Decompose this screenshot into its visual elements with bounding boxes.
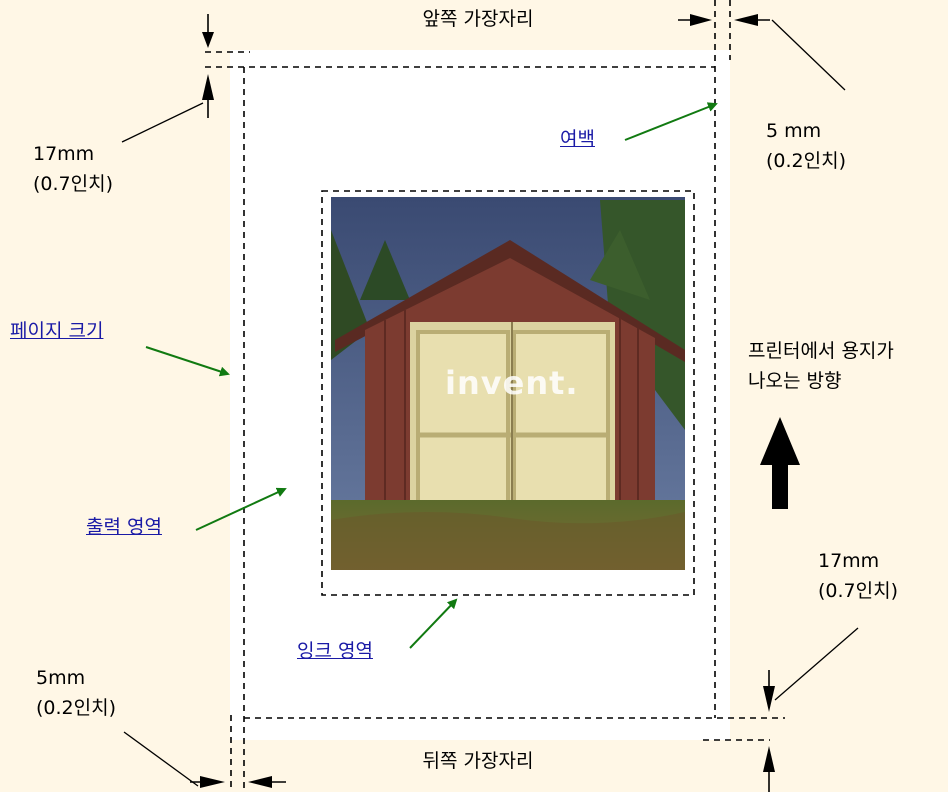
front-edge-label: 앞쪽 가장자리 — [422, 8, 534, 30]
pointer-arrows — [145, 102, 718, 649]
bottom-left-margin-in: (0.2인치) — [36, 697, 117, 719]
top-right-margin-mm: 5 mm — [766, 120, 822, 142]
barn-photo — [331, 197, 685, 570]
leader-lines — [121, 19, 859, 787]
page-size-pointer-arrow — [145, 346, 230, 377]
dimension-arrowhead-right-bottom — [200, 776, 225, 788]
dimension-arrowhead-up-top-left — [202, 74, 214, 100]
dimension-arrows — [190, 14, 775, 792]
print-area-pointer-arrow — [195, 487, 287, 531]
dimension-arrowhead-down-bottom-right — [763, 686, 775, 712]
bottom-right-margin-mm: 17mm — [818, 550, 880, 572]
paper-direction-label-line2: 나오는 방향 — [748, 370, 842, 392]
page-size-link[interactable]: 페이지 크기 — [10, 320, 104, 342]
ink-area-link[interactable]: 잉크 영역 — [297, 640, 373, 662]
dimension-arrowhead-right-top — [690, 14, 712, 26]
dimension-arrowhead-left-bottom — [248, 776, 272, 788]
print-area-link[interactable]: 출력 영역 — [86, 516, 162, 538]
top-left-margin-mm: 17mm — [33, 143, 95, 165]
back-edge-label: 뒤쪽 가장자리 — [422, 750, 534, 772]
ink-area-pointer-arrow — [409, 598, 458, 649]
photo-overlay-text: invent. — [445, 364, 579, 402]
margin-guides — [205, 0, 785, 792]
margin-pointer-arrow — [624, 102, 718, 141]
top-left-margin-in: (0.7인치) — [33, 173, 114, 195]
bottom-right-margin-in: (0.7인치) — [818, 580, 899, 602]
margin-link[interactable]: 여백 — [560, 128, 595, 150]
ink-area-border — [321, 190, 695, 596]
paper-direction-label-line1: 프린터에서 용지가 — [748, 340, 894, 362]
dimension-arrowhead-up-bottom-right — [763, 746, 775, 772]
paper-direction-arrow — [760, 417, 800, 509]
dimension-arrowhead-down-top-left — [202, 32, 214, 48]
top-right-margin-in: (0.2인치) — [766, 150, 847, 172]
dimension-arrowhead-left-top — [734, 14, 758, 26]
bottom-left-margin-mm: 5mm — [36, 667, 86, 689]
